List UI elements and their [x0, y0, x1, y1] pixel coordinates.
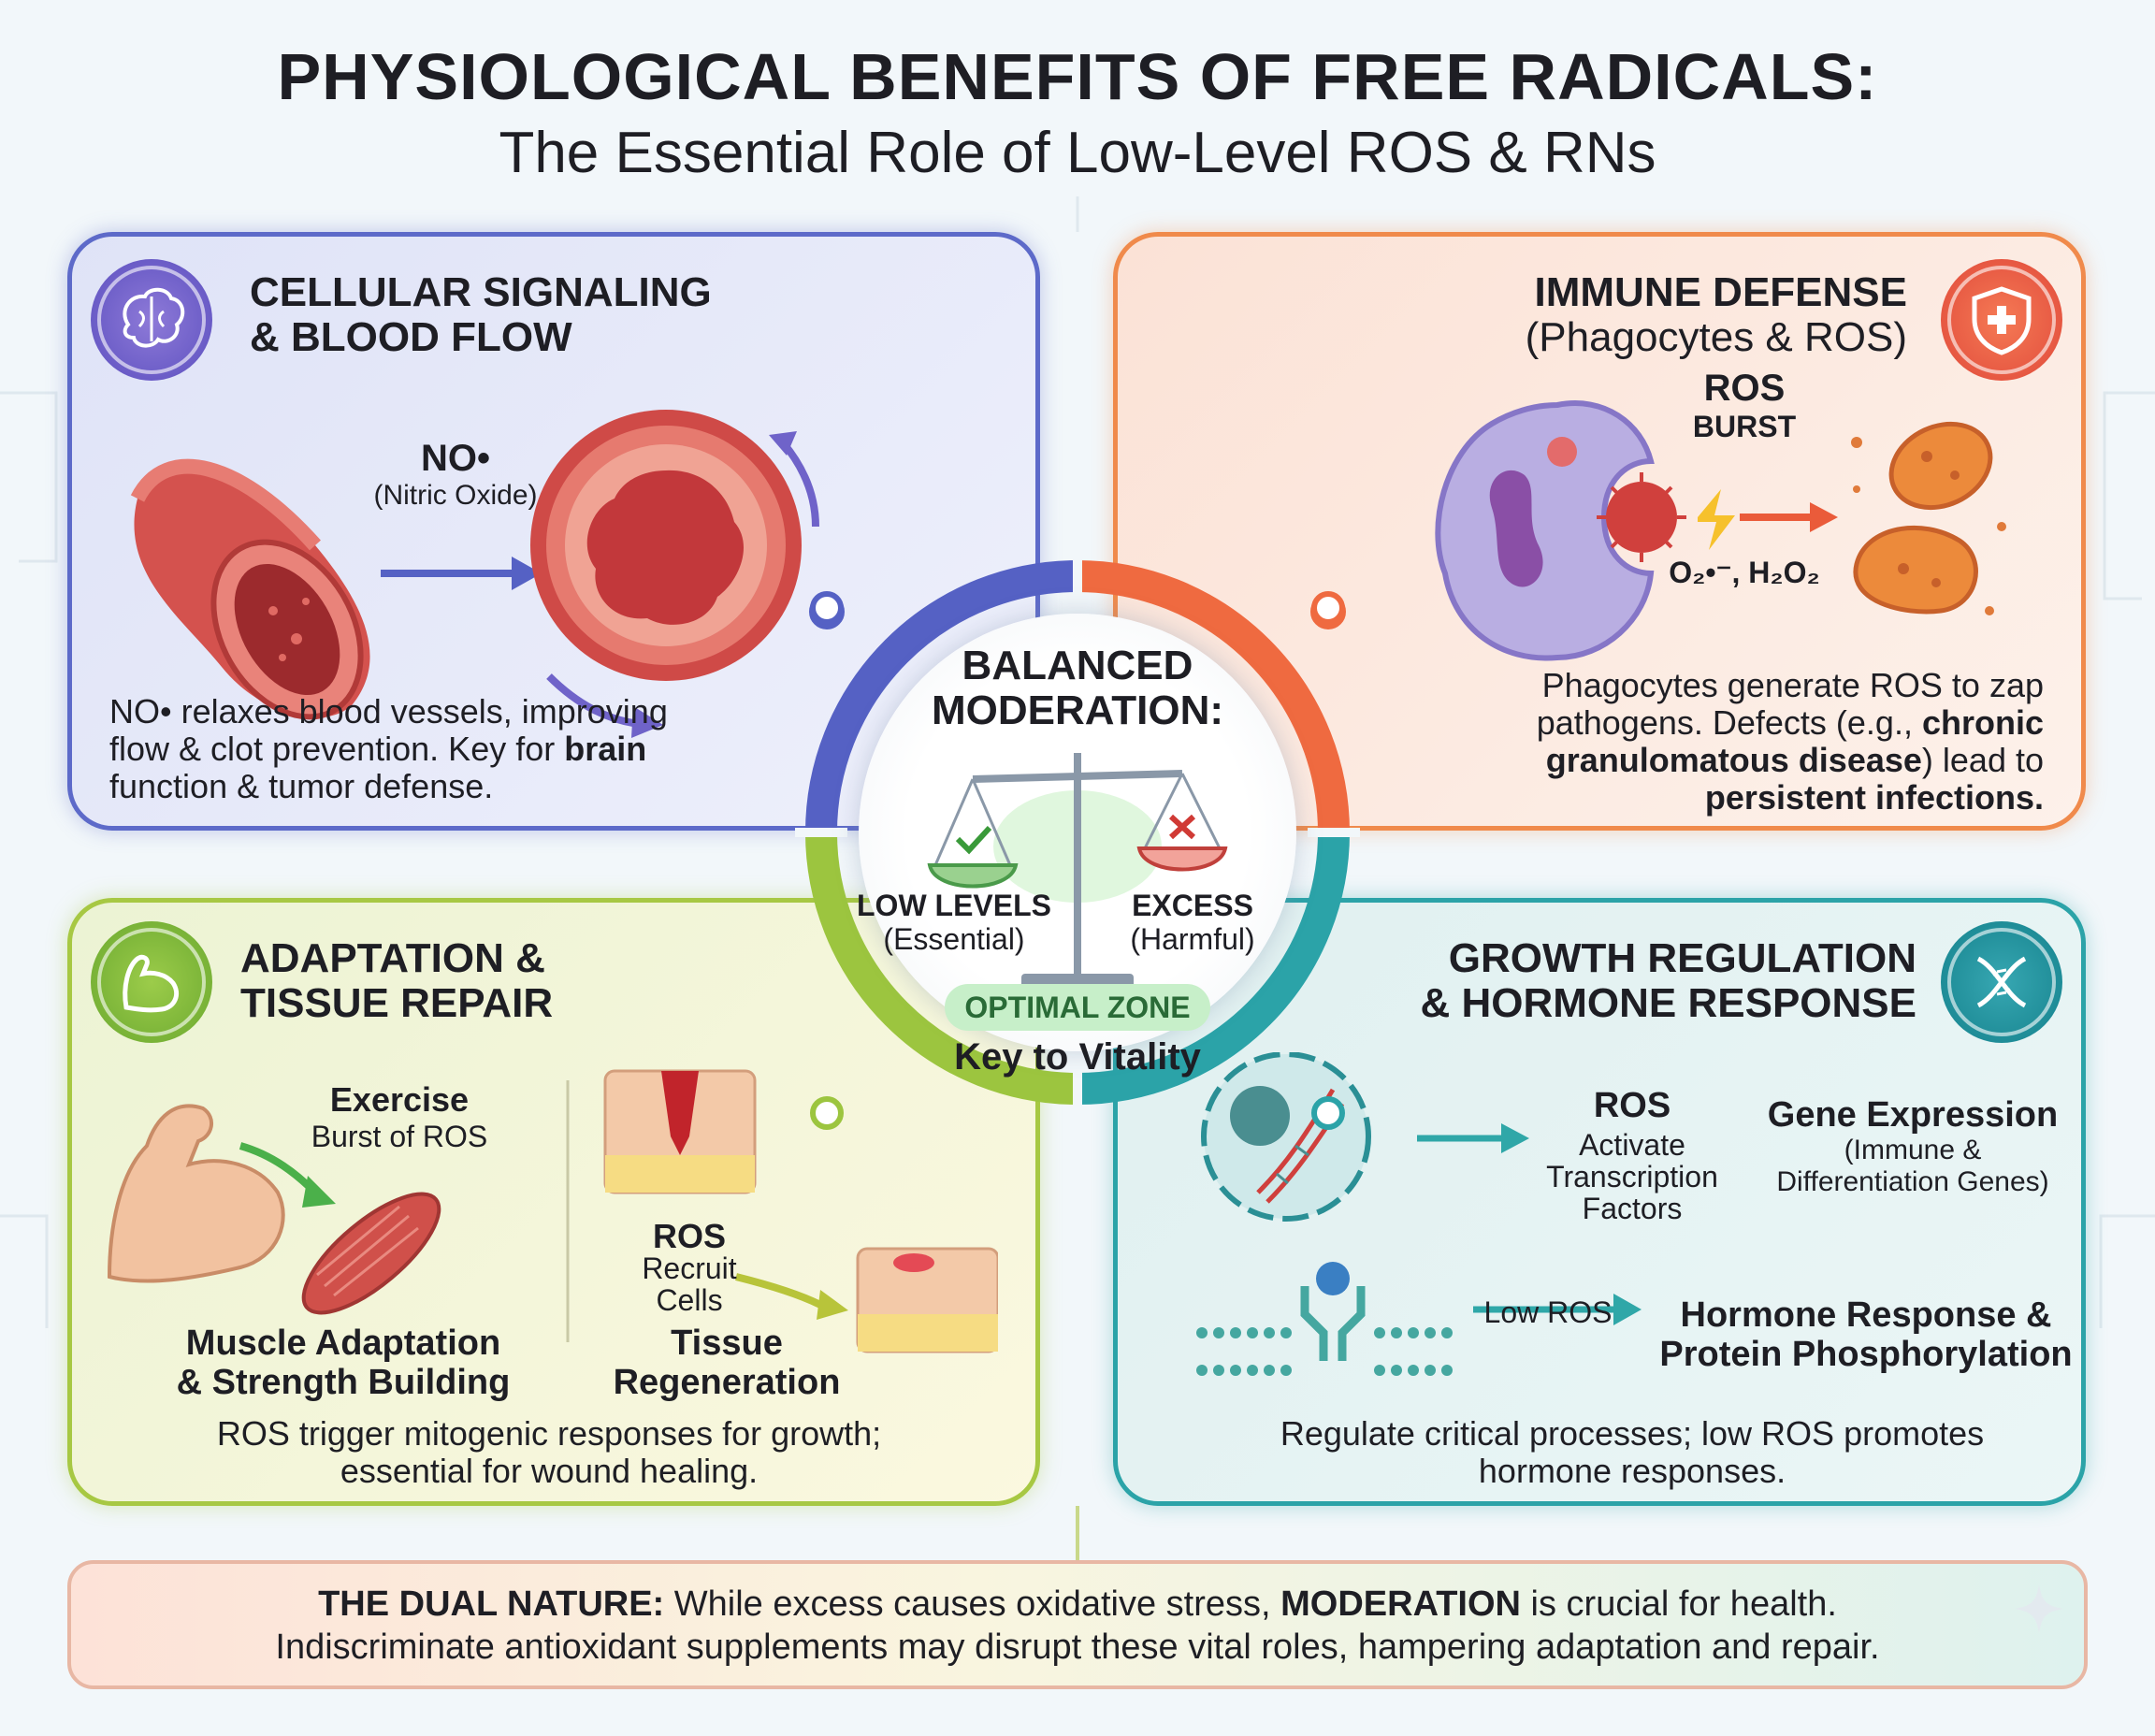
panel-title-line2: TISSUE REPAIR [240, 980, 554, 1026]
gene-sub-line1: (Immune & [1844, 1135, 1982, 1165]
panel-cellular-signaling: CELLULAR SIGNALING & BLOOD FLOW NO• (Nit… [67, 232, 1040, 831]
immune-text-line2: pathogens. Defects (e.g., [1536, 703, 1922, 742]
balance-ring [795, 550, 1360, 1115]
footer-lead: THE DUAL NATURE: [318, 1584, 665, 1624]
dna-icon [1941, 921, 2062, 1043]
immune-text-bold2: granulomatous disease [1545, 741, 1922, 779]
activate-line1: Activate [1579, 1128, 1685, 1162]
footer-bold: MODERATION [1280, 1584, 1521, 1624]
ros-species-label: O₂•⁻, H₂O₂ [1669, 556, 1820, 589]
exercise-label: Exercise [329, 1080, 470, 1119]
panel-immune-defense: IMMUNE DEFENSE (Phagocytes & ROS) ROS BU… [1113, 232, 2086, 831]
immune-text-line3: ) lead to [1921, 741, 2044, 779]
growth-text-line1: Regulate critical processes; low ROS pro… [1280, 1414, 1985, 1453]
shield-cross-icon [1941, 259, 2062, 381]
signaling-text-bold: brain [564, 730, 647, 768]
panel-title-line1: IMMUNE DEFENSE [1534, 269, 1907, 315]
hormone-line1: Hormone Response & [1680, 1295, 2052, 1335]
dual-nature-banner: THE DUAL NATURE: While excess causes oxi… [67, 1560, 2088, 1689]
excess-sub: (Harmful) [1130, 922, 1255, 956]
ros-label: ROS [1703, 368, 1786, 409]
tissue-label-line2: Regeneration [613, 1363, 841, 1402]
brain-icon [91, 259, 212, 381]
phagocyte-illustration [1435, 400, 2006, 661]
growth-illustration [1196, 1052, 1642, 1376]
muscle-label-line2: & Strength Building [176, 1363, 511, 1402]
panel-title-line2: & BLOOD FLOW [250, 314, 572, 360]
footer-line1-a: While excess causes oxidative stress, [664, 1584, 1281, 1624]
burst-label: BURST [1692, 410, 1797, 443]
signaling-text-line1: NO• relaxes blood vessels, improving [109, 692, 668, 731]
panel-title-line2: & HORMONE RESPONSE [1420, 980, 1916, 1026]
blood-vessel-illustration [130, 410, 819, 738]
adaptation-text-line1: ROS trigger mitogenic responses for grow… [216, 1414, 882, 1453]
balance-scale-icon [927, 753, 1228, 989]
hormone-line2: Protein Phosphorylation [1659, 1335, 2073, 1374]
adaptation-illustration [107, 1069, 998, 1353]
adaptation-text-line2: essential for wound healing. [340, 1452, 759, 1490]
center-title-line1: BALANCED [962, 643, 1193, 688]
panel-title-line1: CELLULAR SIGNALING [250, 269, 712, 315]
connector-line [1076, 1506, 1079, 1560]
signaling-text-line3: function & tumor defense. [109, 767, 494, 805]
page-title: PHYSIOLOGICAL BENEFITS OF FREE RADICALS: [277, 40, 1878, 113]
immune-text-bold3: persistent infections. [1704, 778, 2044, 817]
low-levels-sub: (Essential) [883, 922, 1025, 956]
nitric-oxide-label: (Nitric Oxide) [373, 480, 538, 511]
ring-node-signaling [810, 591, 844, 625]
recruit-label-line2: Cells [656, 1283, 723, 1317]
growth-text-line2: hormone responses. [1478, 1452, 1786, 1490]
optimal-zone-badge: OPTIMAL ZONE [945, 984, 1210, 1031]
gene-sub-line2: Differentiation Genes) [1776, 1166, 2049, 1197]
footer-line1-b: is crucial for health. [1520, 1584, 1837, 1624]
ring-node-adaptation [810, 1096, 844, 1130]
sparkle-icon [2015, 1584, 2063, 1633]
exercise-sub-label: Burst of ROS [311, 1120, 488, 1153]
page-subtitle: The Essential Role of Low-Level ROS & RN… [499, 121, 1656, 185]
tissue-label-line1: Tissue [671, 1324, 783, 1363]
excess-label: EXCESS [1132, 889, 1253, 922]
recruit-label-line1: Recruit [642, 1251, 737, 1285]
key-to-vitality: Key to Vitality [954, 1036, 1201, 1078]
activate-line3: Factors [1582, 1192, 1683, 1225]
center-title-line2: MODERATION: [931, 687, 1224, 733]
ring-node-immune [1311, 591, 1345, 625]
signaling-text-line2: flow & clot prevention. Key for [109, 730, 565, 768]
panel-title-line2: (Phagocytes & ROS) [1525, 314, 1907, 360]
ros-label: ROS [1593, 1086, 1671, 1125]
immune-text-bold1: chronic [1921, 703, 2044, 742]
immune-text-line1: Phagocytes generate ROS to zap [1541, 666, 2044, 704]
footer-line2: Indiscriminate antioxidant supplements m… [275, 1628, 1880, 1667]
flexed-arm-icon [91, 921, 212, 1043]
panel-title-line1: GROWTH REGULATION [1448, 935, 1916, 981]
muscle-label-line1: Muscle Adaptation [185, 1324, 501, 1363]
low-levels-label: LOW LEVELS [857, 889, 1051, 922]
low-ros-label: Low ROS [1483, 1295, 1613, 1329]
panel-title-line1: ADAPTATION & [240, 935, 545, 981]
activate-line2: Transcription [1546, 1160, 1718, 1194]
ring-node-growth [1311, 1096, 1345, 1130]
panel-growth-regulation: GROWTH REGULATION & HORMONE RESPONSE ROS… [1113, 898, 2086, 1506]
ros-label: ROS [652, 1217, 726, 1255]
gene-expression-label: Gene Expression [1767, 1095, 2059, 1135]
no-label: NO• [420, 438, 490, 479]
